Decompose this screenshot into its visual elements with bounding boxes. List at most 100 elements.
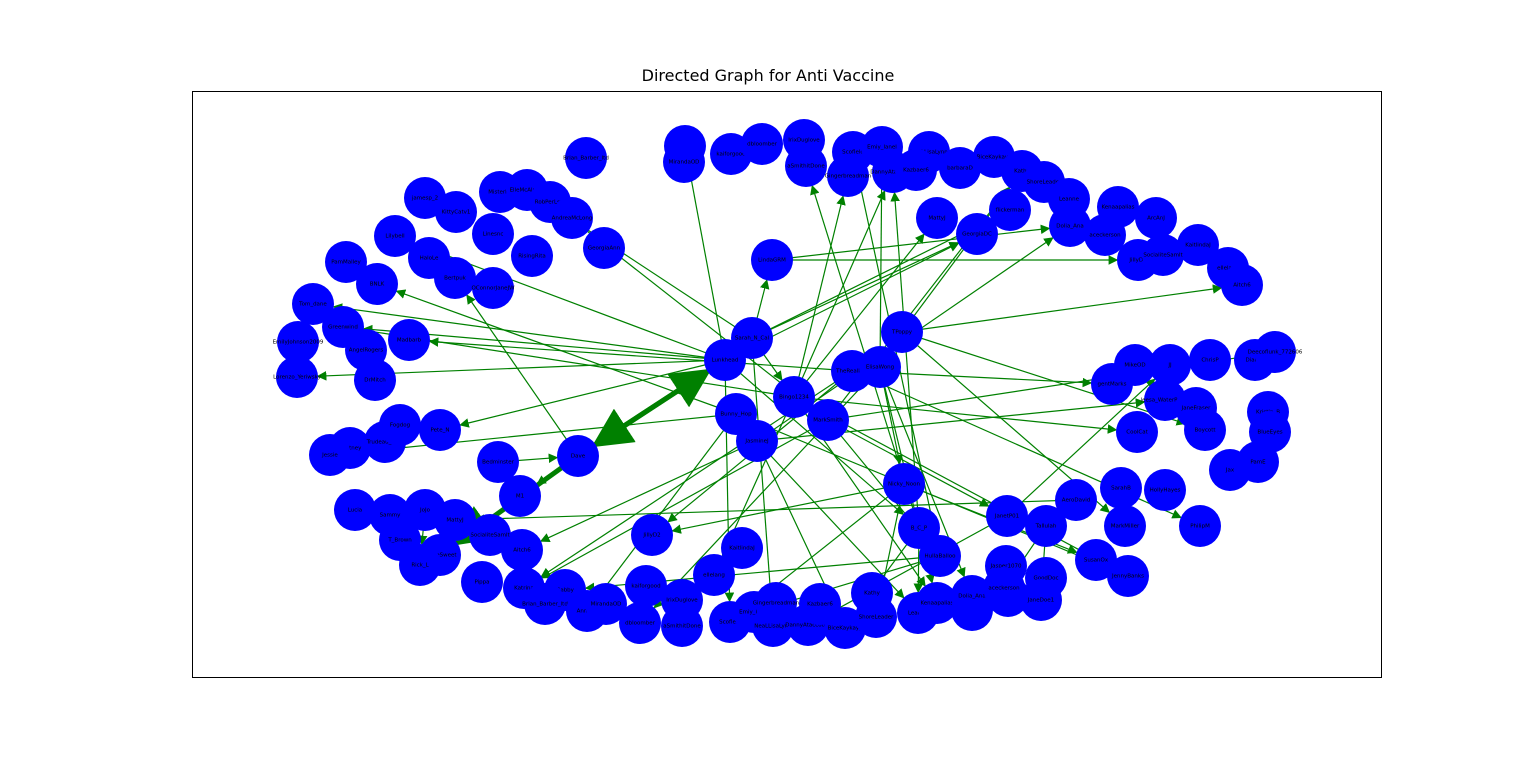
node-circle <box>755 582 797 624</box>
node-label: MarkSmith <box>813 418 843 424</box>
node-label: leesa_WaterRoots <box>1141 398 1190 404</box>
node-label: Kazbaer6 <box>807 602 833 608</box>
graph-edge <box>576 368 712 459</box>
graph-node: SocialiteSamlt <box>469 514 511 556</box>
node-label: Dolia_Ana <box>958 594 985 600</box>
node-label: JJ <box>1167 363 1172 369</box>
node-label: Sammy <box>380 513 402 519</box>
node-circle <box>631 514 673 556</box>
graph-node: Kenaapalias <box>916 582 958 624</box>
node-label: Bingo1234 <box>779 395 809 401</box>
graph-node: Jessie <box>309 434 351 476</box>
node-circle <box>501 529 543 571</box>
node-label: NeaLLisaLynn <box>754 624 792 630</box>
node-circle <box>511 235 553 277</box>
node-label: B_C_P <box>911 526 928 532</box>
node-label: Pippa <box>474 580 489 586</box>
nodes-layer: Brian_Barber_ltdAnnaeaMirandaODkaiforgoo… <box>273 119 1303 649</box>
node-label: Greenwind <box>328 325 358 331</box>
node-circle <box>1177 224 1219 266</box>
node-circle <box>434 499 476 541</box>
graph-node: GeorgiaAnn <box>583 227 625 269</box>
node-label: Aitch6 <box>1233 283 1251 289</box>
node-circle <box>625 565 667 607</box>
node-label: LindaGRM <box>758 258 786 264</box>
node-circle <box>1135 197 1177 239</box>
node-circle <box>989 189 1031 231</box>
graph-node: Brian_Barber_ltd <box>563 137 609 179</box>
node-label: ShoreLeader <box>859 615 894 621</box>
graph-node: JanetP01 <box>986 495 1028 537</box>
graph-edge <box>876 166 887 368</box>
graph-node: JennyBanks <box>1107 555 1149 597</box>
node-circle <box>435 191 477 233</box>
node-circle <box>1184 409 1226 451</box>
node-circle <box>916 582 958 624</box>
node-circle <box>434 257 476 299</box>
node-circle <box>1020 579 1062 621</box>
graph-node: PamMalley <box>325 241 367 283</box>
node-circle <box>388 319 430 361</box>
node-circle <box>1049 205 1091 247</box>
node-label: Deecoflunk_772606 <box>1248 350 1303 356</box>
node-label: Bunny_Hop <box>720 412 752 418</box>
node-label: HollyHayes <box>1150 488 1181 494</box>
node-circle <box>916 197 958 239</box>
node-circle <box>827 155 869 197</box>
node-label: Lorenzo_Yeriwsky <box>273 375 321 381</box>
node-label: ShoreLeader <box>1027 180 1062 186</box>
graph-node: CoolCat <box>1116 411 1158 453</box>
graph-node: MarkSmith <box>807 399 849 441</box>
graph-edge <box>466 294 579 457</box>
node-label: Gingerbreadman <box>825 174 872 180</box>
node-circle <box>354 359 396 401</box>
node-label: Rick_L <box>411 563 429 569</box>
node-circle <box>1209 449 1251 491</box>
graph-edge <box>771 224 1051 261</box>
node-circle <box>1221 264 1263 306</box>
graph-node: EmilyJohnson2009 <box>273 321 324 363</box>
node-label: IrixDuglove <box>666 598 698 604</box>
node-circle <box>951 575 993 617</box>
node-circle <box>693 554 735 596</box>
graph-node: ChrisP <box>1189 339 1231 381</box>
graph-node: Deecoflunk_772606 <box>1248 331 1303 373</box>
node-circle <box>334 489 376 531</box>
graph-node: aSmithitDone <box>661 605 703 647</box>
node-circle <box>374 215 416 257</box>
node-label: SarahB <box>1111 486 1131 492</box>
graph-node: Kazbaer6 <box>895 149 937 191</box>
plot-frame <box>192 91 1382 678</box>
node-label: AndreaMcLong <box>552 216 593 222</box>
node-label: MikeOD <box>1124 363 1145 369</box>
node-label: Trudeau_Ruin <box>366 440 404 446</box>
graph-edge <box>756 440 837 611</box>
node-label: JennyBanks <box>1111 574 1144 580</box>
node-circle <box>1104 505 1146 547</box>
graph-node: Dolia_Ana <box>951 575 993 617</box>
node-label: Scofleld <box>842 150 864 156</box>
graph-node: Rick_L <box>399 544 441 586</box>
node-circle <box>356 263 398 305</box>
graph-node: dbloomber <box>619 602 661 644</box>
graph-node: aceckerson <box>983 567 1025 609</box>
node-label: Whitney <box>339 446 362 452</box>
node-label: Katrina <box>514 586 534 592</box>
graph-edge <box>349 413 737 457</box>
graph-node: ShoreLeader <box>855 596 897 638</box>
node-label: Pete_N <box>431 428 450 434</box>
graph-node: ArcAnJ <box>1135 197 1177 239</box>
node-label: Leanne <box>908 611 929 617</box>
node-circle <box>557 435 599 477</box>
node-label: Leanne <box>1059 197 1080 203</box>
graph-node: BNLK <box>356 263 398 305</box>
node-circle <box>524 583 566 625</box>
graph-node: Tom_dane <box>292 283 334 325</box>
graph-node: Aitch6 <box>501 529 543 571</box>
node-circle <box>661 605 703 647</box>
node-label: JasmineJ <box>744 439 769 445</box>
node-label: AngelRogers <box>349 348 384 354</box>
node-circle <box>1100 467 1142 509</box>
node-label: Nicky_Noon <box>888 482 921 488</box>
